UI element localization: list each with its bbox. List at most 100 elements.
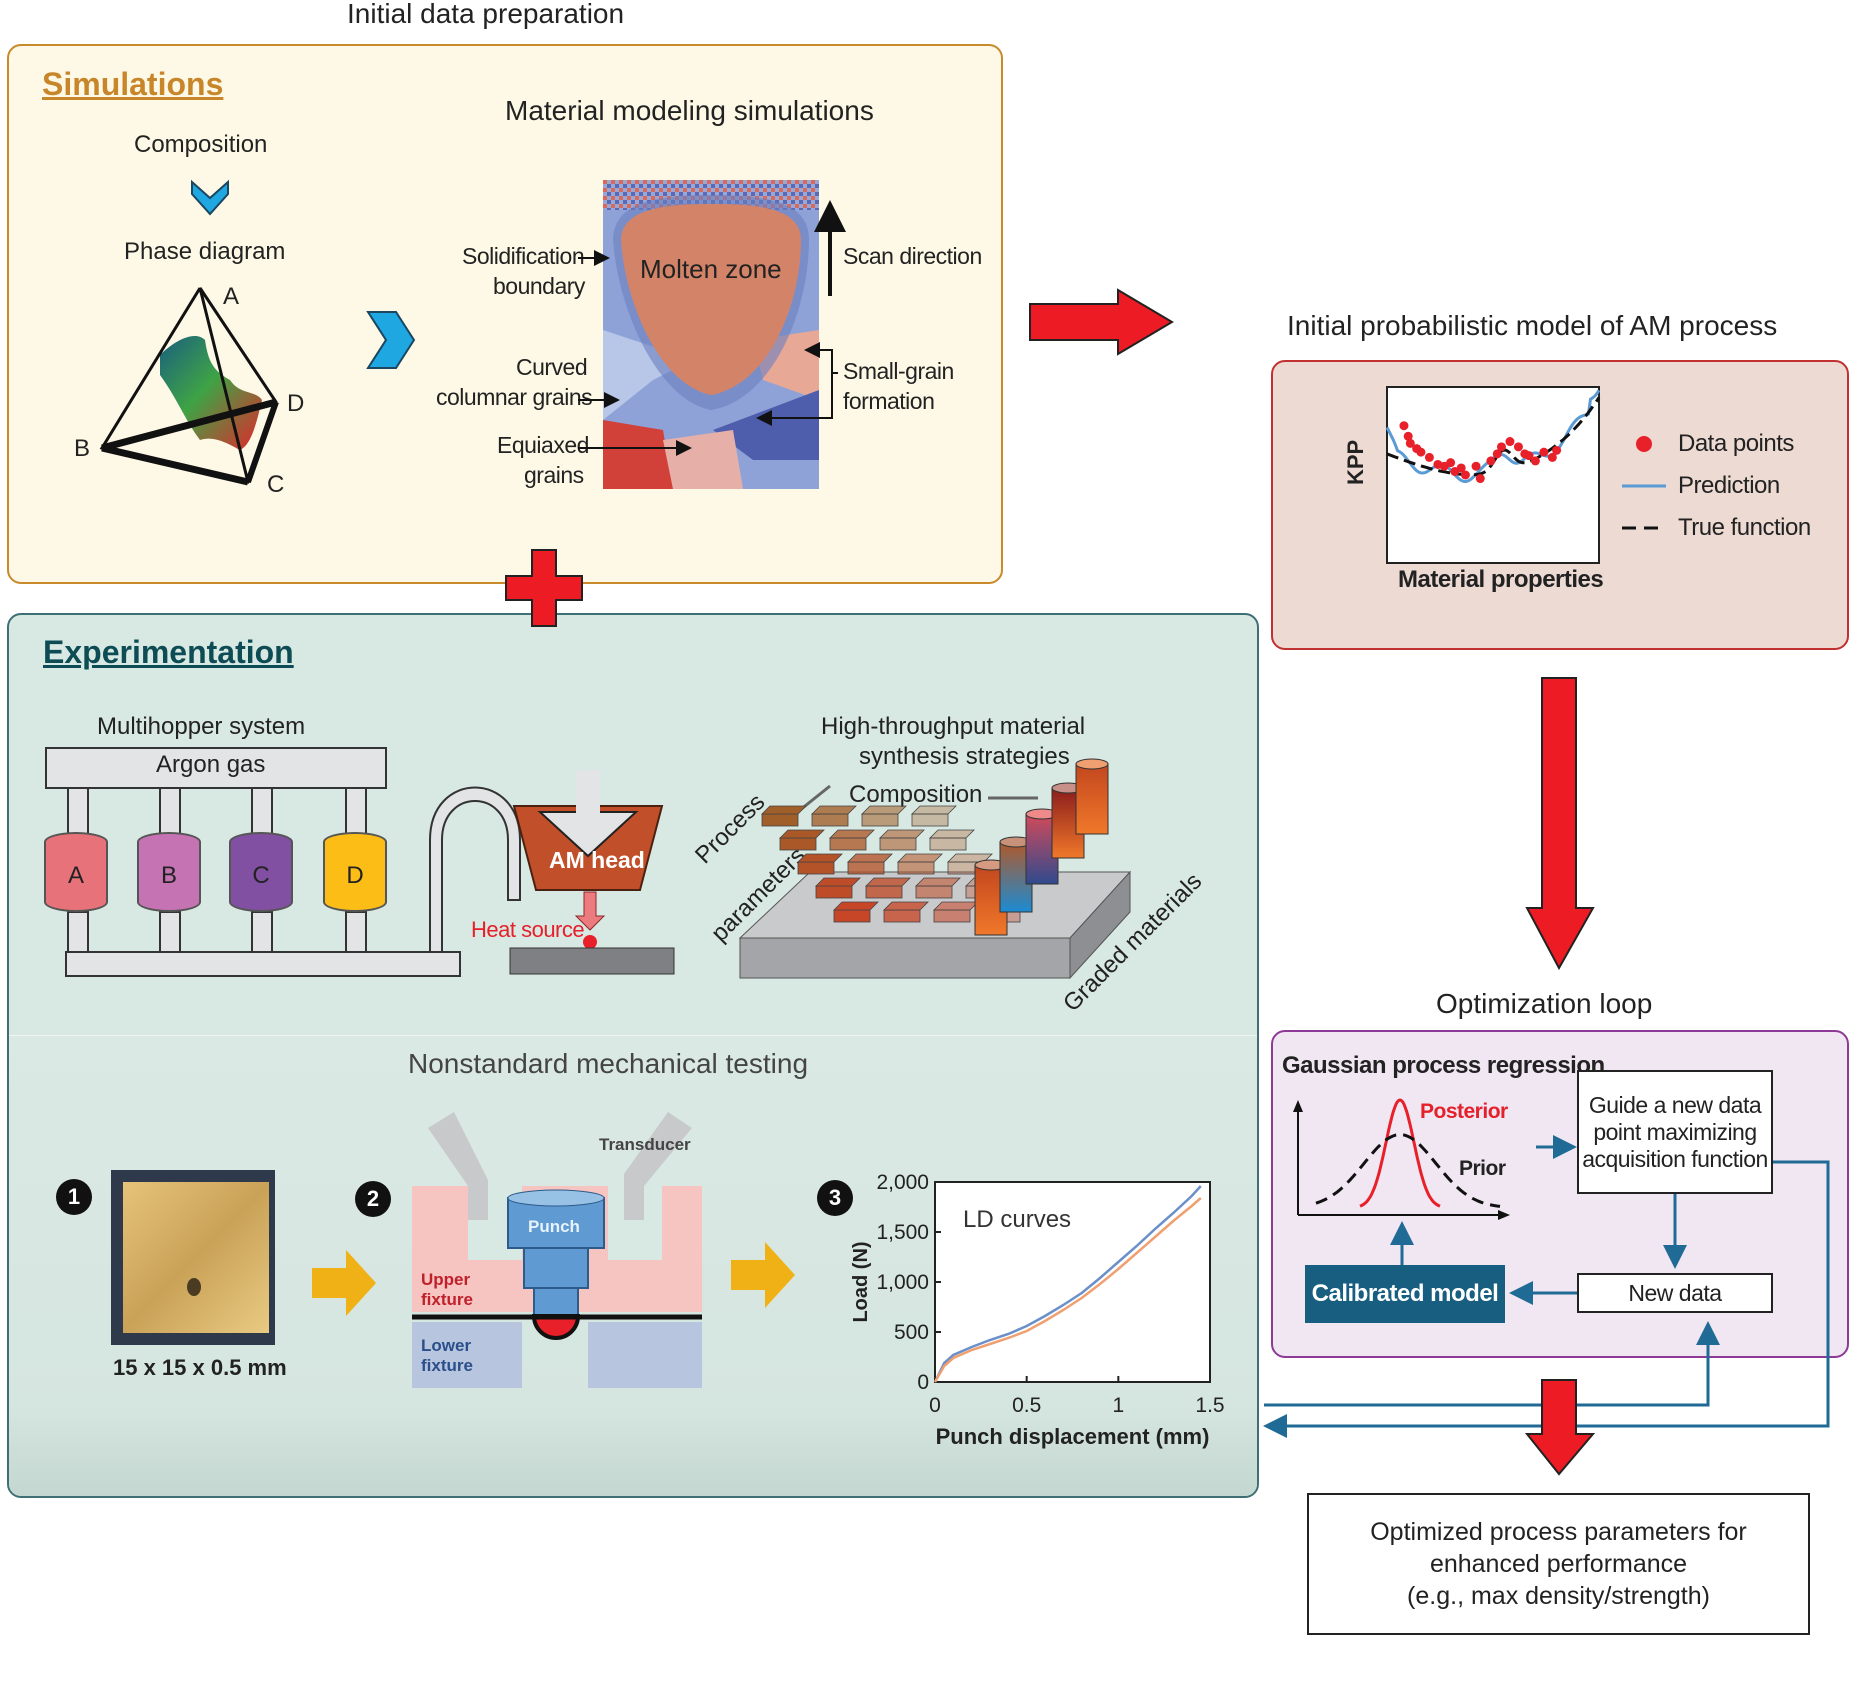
phase-diagram-tetrahedron	[99, 287, 279, 486]
ld-series-orange	[933, 1197, 1202, 1383]
data-point	[1492, 449, 1502, 459]
hopper-c: C	[229, 832, 293, 912]
multihopper-label: Multihopper system	[97, 713, 306, 740]
data-point	[1460, 470, 1470, 480]
calibrated-model-label: Calibrated model	[1311, 1280, 1499, 1307]
guide-new-data-box[interactable]: Guide a new data point maximizing acquis…	[1577, 1070, 1773, 1194]
sample-brick	[879, 829, 925, 851]
plus-icon	[505, 549, 583, 627]
hopper-label: B	[160, 862, 177, 889]
sample-brick	[761, 805, 807, 827]
y-tick-label: 2,000	[876, 1171, 929, 1194]
gpr-y-arrowhead	[1293, 1100, 1303, 1112]
gpr-title: Gaussian process regression	[1282, 1052, 1605, 1079]
specimen-image	[111, 1170, 275, 1345]
data-point	[1539, 447, 1549, 457]
red-arrow-right	[1029, 288, 1174, 356]
chevron-down-icon	[191, 179, 229, 216]
data-point	[1456, 463, 1466, 473]
sample-brick	[833, 901, 879, 923]
new-data-box[interactable]: New data	[1577, 1273, 1773, 1313]
sample-brick	[883, 901, 929, 923]
punch-label: Punch	[528, 1217, 580, 1236]
vertex-d-label: D	[287, 390, 305, 417]
gpr-x-arrowhead	[1498, 1210, 1510, 1220]
transducer-label: Transducer	[599, 1135, 691, 1154]
optimized-result-box: Optimized process parameters for enhance…	[1307, 1493, 1810, 1635]
calibrated-model-box[interactable]: Calibrated model	[1305, 1265, 1505, 1323]
result-line-2: enhanced performance	[1429, 1550, 1688, 1578]
hopper-label: D	[346, 862, 364, 889]
curved-label-2: columnar grains	[436, 384, 593, 410]
legend-prediction-icon	[1622, 484, 1666, 488]
upper-fixture-label-1: Upper	[421, 1270, 471, 1289]
legend-prediction: Prediction	[1678, 472, 1780, 499]
sample-brick	[865, 877, 911, 899]
testing-title: Nonstandard mechanical testing	[408, 1048, 809, 1079]
legend-data-points-icon	[1636, 436, 1652, 452]
material-modeling-title: Material modeling simulations	[505, 95, 874, 126]
sample-brick	[915, 877, 961, 899]
prior-label: Prior	[1459, 1157, 1506, 1180]
lower-fixture-label-1: Lower	[421, 1336, 472, 1355]
scan-direction-label: Scan direction	[843, 243, 982, 269]
guide-line-1: Guide a new data	[1588, 1091, 1762, 1118]
posterior-curve	[1359, 1098, 1441, 1208]
red-arrow-down	[1525, 677, 1595, 971]
data-point	[1524, 451, 1534, 461]
annotation-arrows	[578, 200, 846, 456]
guide-line-3: acquisition function	[1582, 1145, 1768, 1172]
step-1-badge: 1	[56, 1179, 92, 1215]
data-point	[1552, 445, 1562, 455]
small-grain-label-2: formation	[843, 388, 935, 414]
data-point	[1496, 442, 1506, 452]
heat-source-label: Heat source	[471, 917, 585, 942]
htp-title-1: High-throughput material	[821, 713, 1086, 740]
sample-brick	[933, 901, 979, 923]
guide-line-2: point maximizing	[1593, 1118, 1757, 1145]
sample-brick	[829, 829, 875, 851]
vertex-c-label: C	[267, 471, 285, 498]
y-tick-label: 1,000	[876, 1271, 929, 1294]
graded-materials-platform	[738, 758, 1132, 980]
red-arrow-down-result	[1524, 1379, 1596, 1476]
hopper-b: B	[137, 832, 201, 912]
data-point	[1530, 456, 1540, 466]
material-properties-label: Material properties	[1398, 566, 1604, 593]
melt-pool-simulation-image	[603, 180, 819, 489]
x-tick-label: 1.5	[1195, 1394, 1224, 1417]
phase-diagram-label: Phase diagram	[124, 238, 286, 265]
kpp-chart	[1385, 386, 1601, 564]
htp-title-2: synthesis strategies	[859, 743, 1070, 770]
data-point	[1446, 458, 1456, 468]
data-point	[1505, 437, 1515, 447]
x-tick-label: 0.5	[1012, 1394, 1041, 1417]
sample-brick	[797, 853, 843, 875]
optimization-loop-title: Optimization loop	[1436, 988, 1653, 1019]
equiaxed-label-2: grains	[524, 462, 584, 488]
data-point	[1399, 421, 1409, 431]
data-point	[1513, 442, 1523, 452]
step-2-badge: 2	[355, 1181, 391, 1217]
sample-brick	[811, 805, 857, 827]
hopper-d: D	[323, 832, 387, 912]
small-grain-label-1: Small-grain	[843, 358, 954, 384]
experimentation-title: Experimentation	[43, 634, 294, 670]
sample-brick	[847, 853, 893, 875]
y-tick-label: 500	[894, 1321, 929, 1344]
simulations-title: Simulations	[42, 66, 224, 102]
punch-test-fixture	[412, 1112, 702, 1388]
lower-fixture-label-2: fixture	[421, 1356, 473, 1375]
legend-data-points: Data points	[1678, 430, 1794, 457]
composition-label: Composition	[134, 131, 268, 158]
equiaxed-label-1: Equiaxed	[497, 432, 589, 458]
y-tick-label: 0	[917, 1371, 929, 1394]
yellow-arrow-1	[312, 1250, 376, 1316]
solidification-label-1: Solidification	[462, 243, 585, 269]
posterior-label: Posterior	[1420, 1100, 1508, 1123]
data-point	[1486, 456, 1496, 466]
htp-composition-label: Composition	[849, 781, 983, 808]
data-point	[1475, 474, 1485, 484]
data-point	[1424, 452, 1434, 462]
